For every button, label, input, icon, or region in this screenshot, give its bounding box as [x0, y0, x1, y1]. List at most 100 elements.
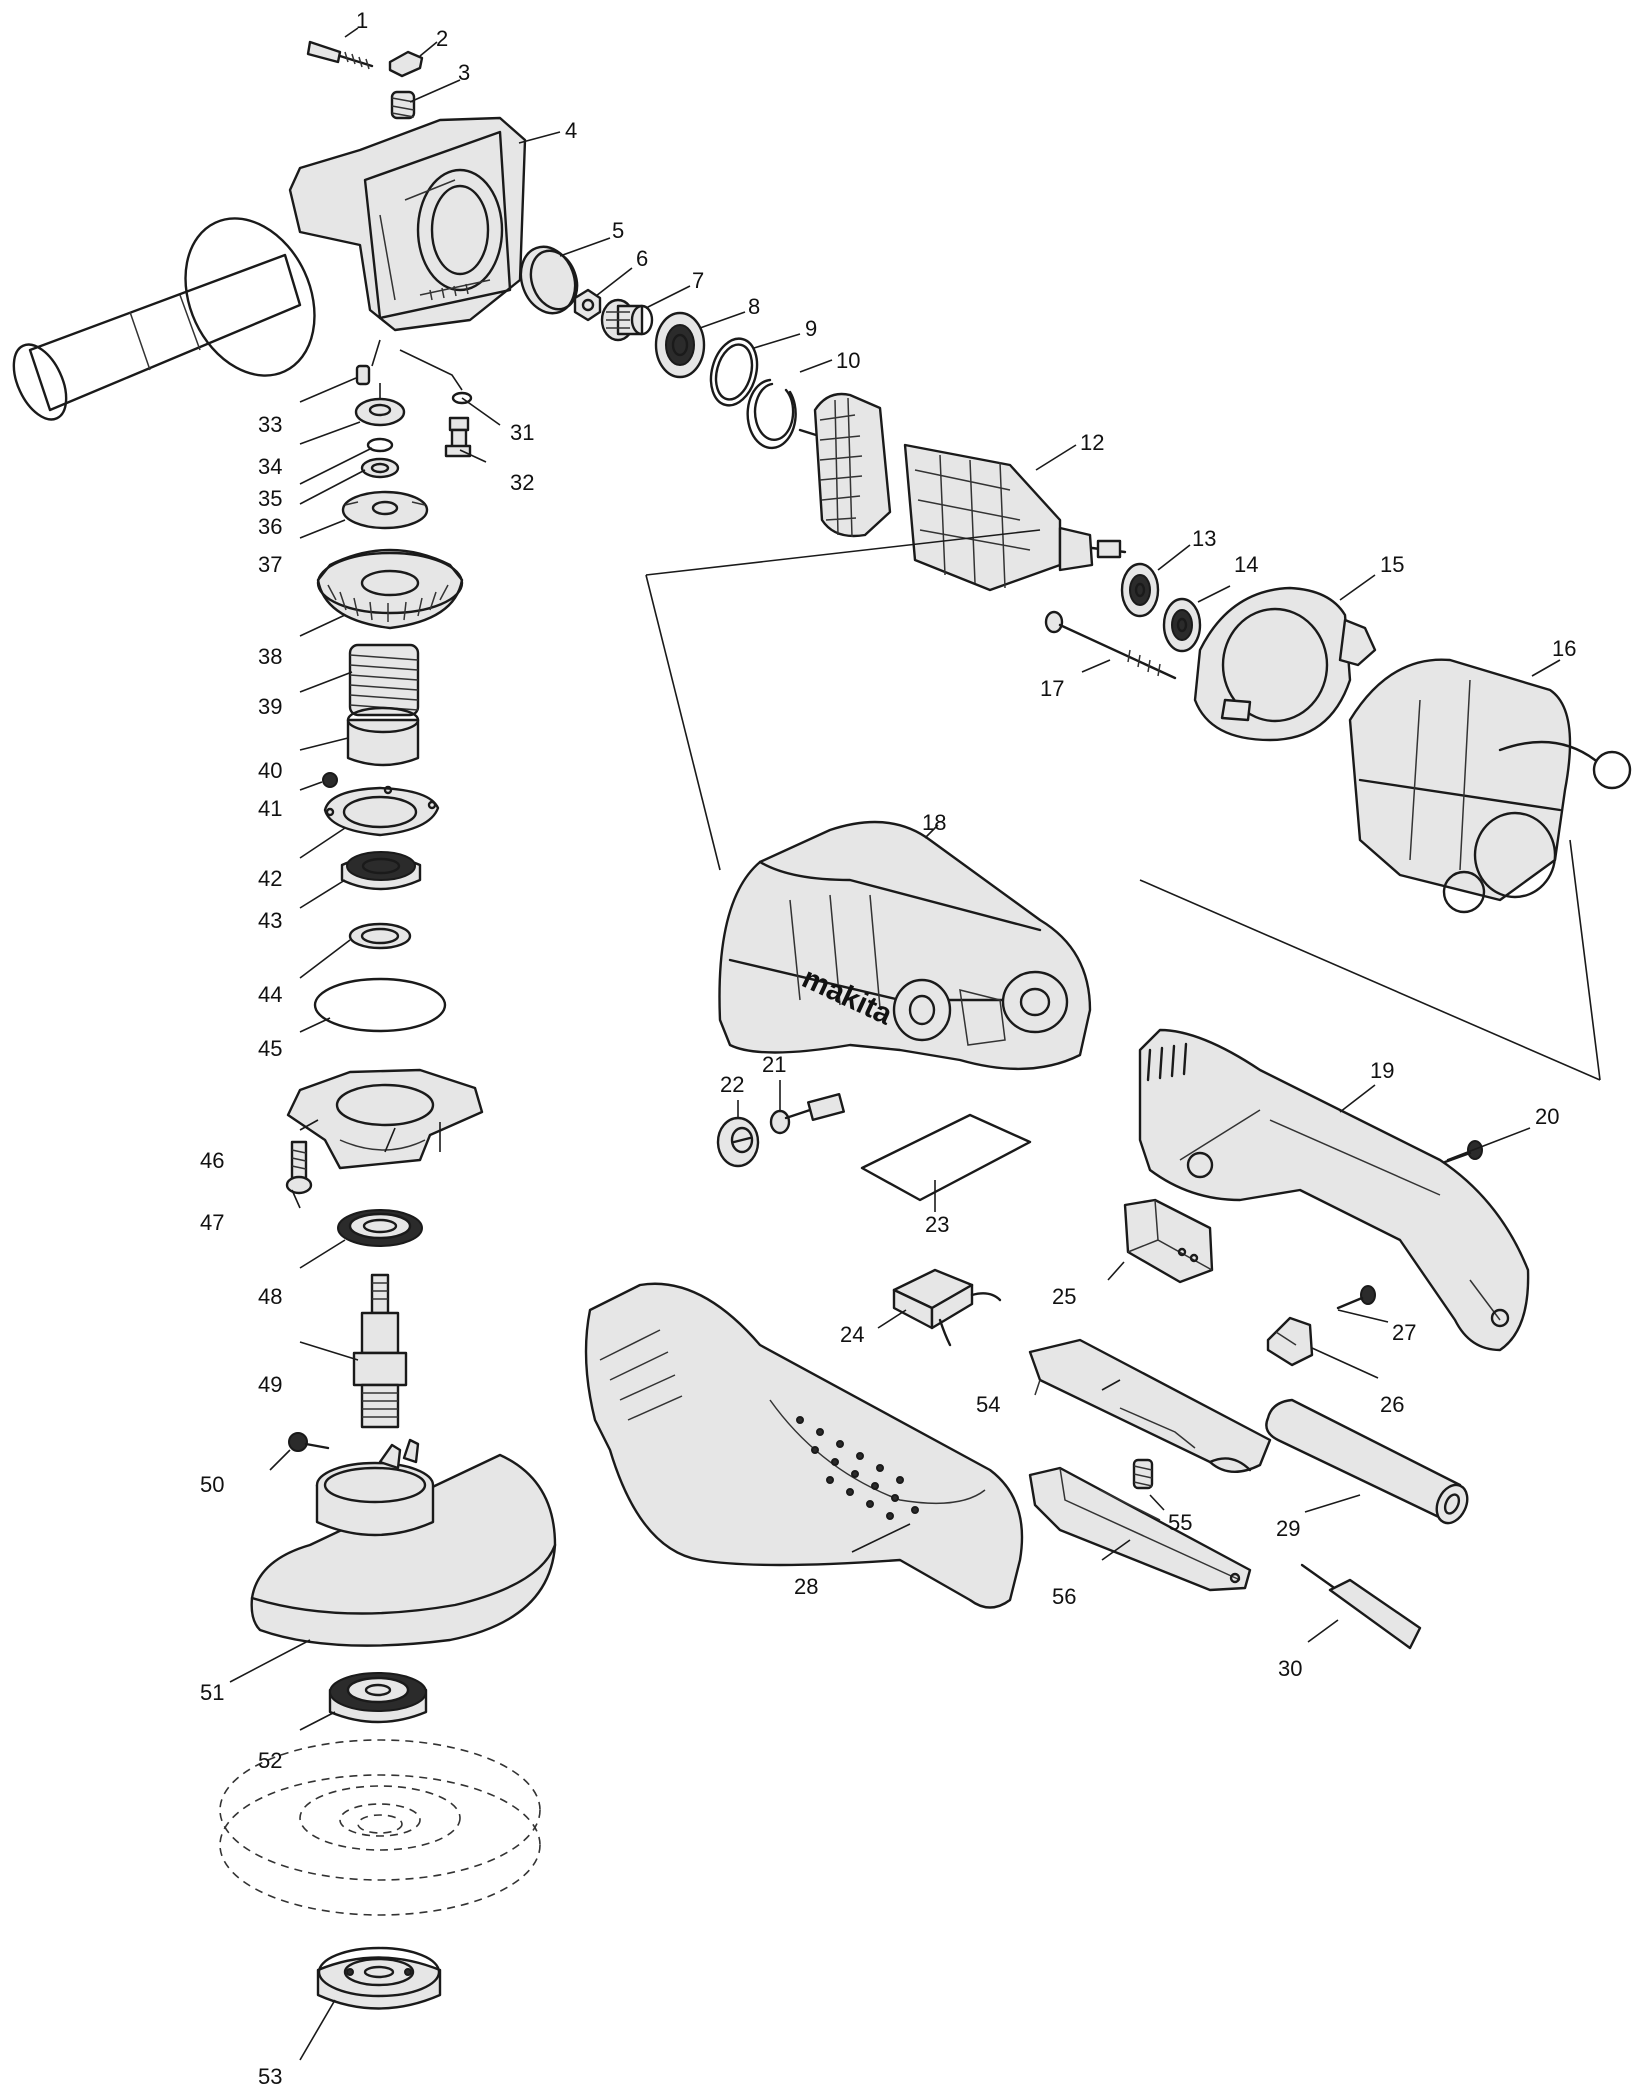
part-14-label: 14 — [1234, 552, 1258, 577]
part-56-drawing — [1028, 1466, 1252, 1592]
part-53-drawing — [316, 1946, 442, 2010]
part-40-label: 40 — [258, 758, 282, 783]
part-12-drawing — [798, 392, 1127, 592]
part-29-label: 29 — [1276, 1516, 1300, 1541]
part-39-label: 39 — [258, 694, 282, 719]
part-16-label: 16 — [1552, 636, 1576, 661]
part-51-drawing — [250, 1438, 557, 1647]
part-18-label: 18 — [922, 810, 946, 835]
part-26-label: 26 — [1380, 1392, 1404, 1417]
part-23-label: 23 — [925, 1212, 949, 1237]
part-41-label: 41 — [258, 796, 282, 821]
part-50-label: 50 — [200, 1472, 224, 1497]
part-43-label: 43 — [258, 908, 282, 933]
part-20-label: 20 — [1535, 1104, 1559, 1129]
part-36-label: 36 — [258, 514, 282, 539]
part-38-label: 38 — [258, 644, 282, 669]
part-25-label: 25 — [1052, 1284, 1076, 1309]
part-48-drawing — [337, 1209, 423, 1247]
part-35-label: 35 — [258, 486, 282, 511]
part-4-label: 4 — [565, 118, 577, 143]
part-43-drawing — [340, 851, 422, 891]
part-10-label: 10 — [836, 348, 860, 373]
part-30-drawing — [1300, 1563, 1422, 1650]
part-12-label: 12 — [1080, 430, 1104, 455]
part-15-label: 15 — [1380, 552, 1404, 577]
part-29-drawing — [1265, 1398, 1469, 1525]
part-9-label: 9 — [805, 316, 817, 341]
part-32-label: 32 — [510, 470, 534, 495]
part-8-drawing — [654, 311, 706, 379]
part-54-drawing — [1028, 1338, 1272, 1473]
part-35-drawing — [366, 437, 394, 453]
part-40-drawing — [346, 706, 420, 767]
part-56-label: 56 — [1052, 1584, 1076, 1609]
part-16-drawing — [1348, 658, 1632, 914]
part-44-drawing — [348, 922, 412, 950]
part-19-label: 19 — [1370, 1058, 1394, 1083]
part-34-drawing — [354, 397, 406, 427]
part-15-drawing — [1193, 586, 1377, 742]
part-21-label: 21 — [762, 1052, 786, 1077]
part-50-drawing — [288, 1432, 330, 1452]
part-42-label: 42 — [258, 866, 282, 891]
part-22-drawing — [716, 1116, 760, 1168]
part-6-label: 6 — [636, 246, 648, 271]
part-48-label: 48 — [258, 1284, 282, 1309]
part-3-drawing — [390, 90, 416, 120]
part-3-label: 3 — [458, 60, 470, 85]
part-31-drawing — [451, 391, 473, 405]
side-grip-drawing — [12, 217, 316, 421]
grinding-wheel-outline — [219, 1739, 541, 1916]
part-19-drawing — [1138, 1028, 1530, 1352]
part-13-drawing — [1120, 562, 1160, 618]
part-55-drawing — [1132, 1458, 1154, 1490]
part-8-label: 8 — [748, 294, 760, 319]
part-52-drawing — [328, 1672, 428, 1724]
part-45-label: 45 — [258, 1036, 282, 1061]
part-21-drawing — [769, 1092, 845, 1135]
part-49-label: 49 — [258, 1372, 282, 1397]
part-2-drawing — [388, 50, 424, 78]
part-34-label: 34 — [258, 454, 282, 479]
part-31-label: 31 — [510, 420, 534, 445]
part-6-drawing — [573, 288, 602, 322]
part-26-drawing — [1266, 1316, 1314, 1367]
part-24-label: 24 — [840, 1322, 864, 1347]
part-1-label: 1 — [356, 8, 368, 33]
part-1-drawing — [306, 40, 374, 70]
part-46-drawing — [286, 1068, 484, 1170]
part-53-label: 53 — [258, 2064, 282, 2089]
part-24-drawing — [892, 1268, 1002, 1347]
part-37-label: 37 — [258, 552, 282, 577]
part-18-drawing: makita — [718, 820, 1092, 1071]
part-33-drawing — [355, 364, 371, 386]
part-7-drawing — [600, 298, 654, 342]
part-25-drawing — [1123, 1198, 1214, 1284]
part-44-label: 44 — [258, 982, 282, 1007]
part-10-drawing — [746, 378, 797, 450]
part-4-drawing — [288, 116, 527, 332]
part-9-drawing — [709, 337, 759, 407]
assembly-guide-lines — [645, 529, 1601, 1081]
part-17-drawing — [1044, 610, 1177, 680]
part-33-label: 33 — [258, 412, 282, 437]
part-47-label: 47 — [200, 1210, 224, 1235]
part-37-drawing — [341, 490, 429, 530]
part-13-label: 13 — [1192, 526, 1216, 551]
part-41-drawing — [322, 772, 338, 788]
part-46-label: 46 — [200, 1148, 224, 1173]
part-49-drawing — [352, 1273, 408, 1429]
part-27-drawing — [1336, 1285, 1376, 1310]
part-51-label: 51 — [200, 1680, 224, 1705]
part-55-label: 55 — [1168, 1510, 1192, 1535]
part-number-labels: 1 2 3 4 5 6 7 8 9 10 12 13 14 15 16 17 1… — [200, 8, 1576, 2089]
part-47-drawing — [285, 1140, 313, 1195]
part-28-label: 28 — [794, 1574, 818, 1599]
part-5-label: 5 — [612, 218, 624, 243]
part-38-drawing — [316, 548, 464, 630]
part-54-label: 54 — [976, 1392, 1000, 1417]
part-14-drawing — [1162, 597, 1202, 653]
part-17-label: 17 — [1040, 676, 1064, 701]
